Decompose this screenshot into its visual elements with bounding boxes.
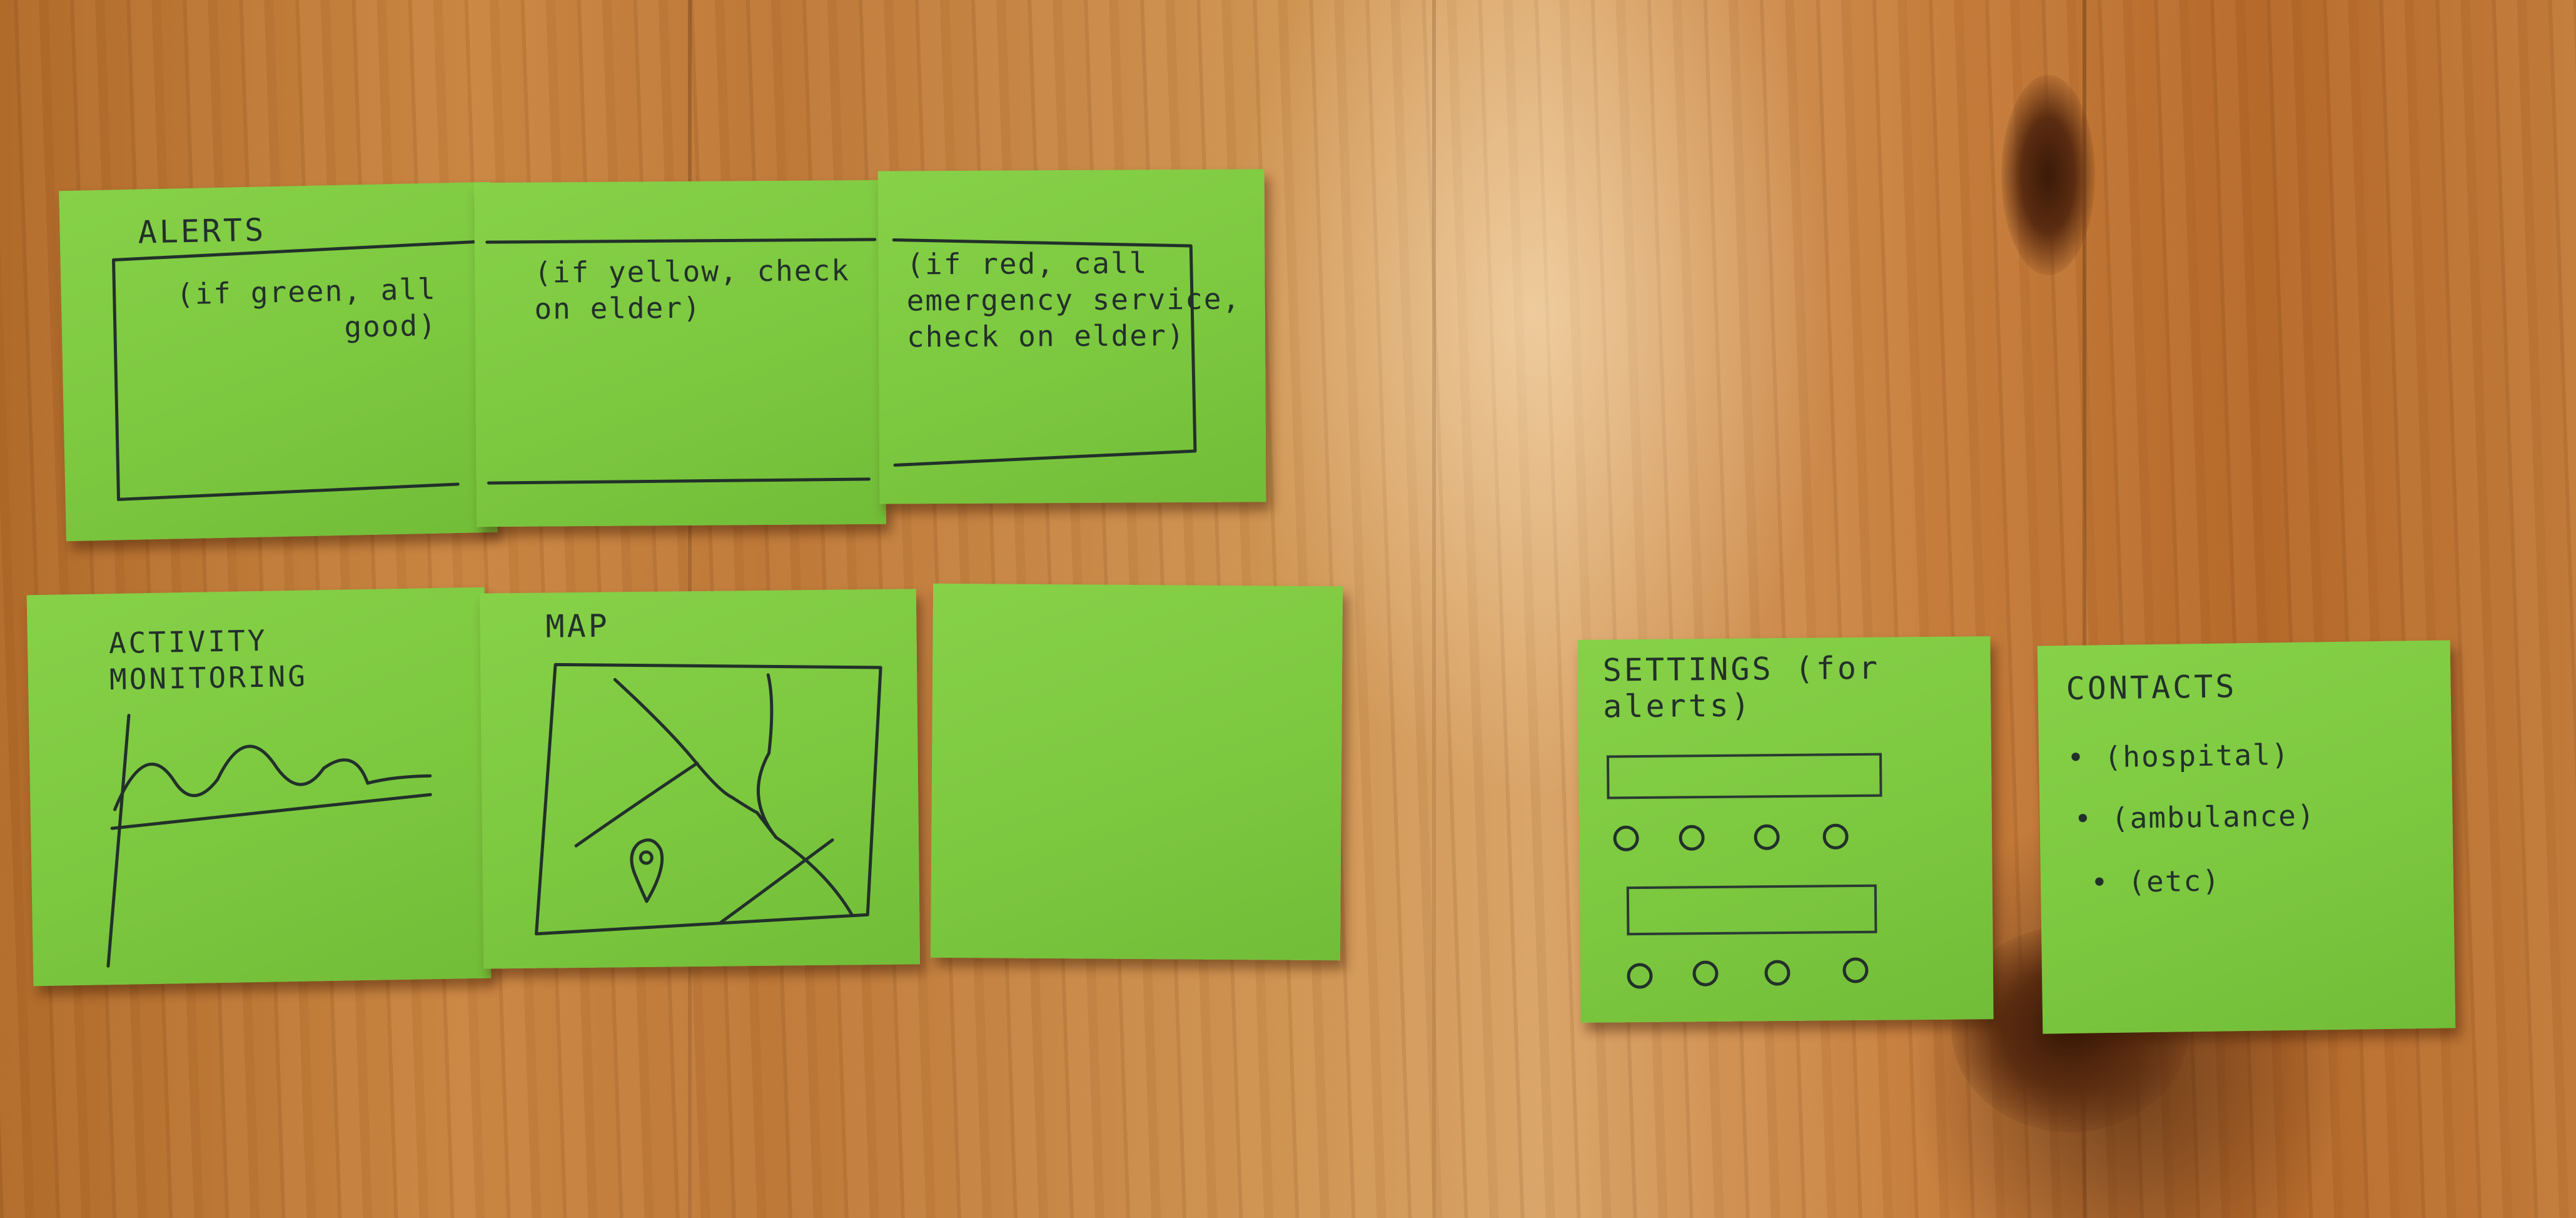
contact-label: (ambulance) <box>2111 798 2316 836</box>
contact-item-etc: • (etc) <box>2090 863 2221 900</box>
contact-item-hospital: • (hospital) <box>2066 738 2290 774</box>
sticky-note-blank[interactable] <box>930 583 1343 961</box>
alert-red-text: (if red, call emergency service, check o… <box>906 246 1241 354</box>
alert-green-text: (if green, all good) <box>176 272 438 344</box>
wood-board-seam-middle <box>1432 0 1436 1218</box>
sticky-note-settings[interactable]: SETTINGS (for alerts) <box>1577 636 1994 1023</box>
sticky-note-red-alert[interactable]: (if red, call emergency service, check o… <box>877 169 1266 504</box>
contact-item-ambulance: • (ambulance) <box>2074 798 2316 836</box>
wood-board-seam-right <box>2083 0 2086 1218</box>
sticky-note-alerts[interactable]: ALERTS (if green, all good) <box>59 181 498 542</box>
red-screen-frame <box>892 238 1197 467</box>
alert-yellow-text: (if yellow, check on elder) <box>533 253 851 326</box>
contact-label: (hospital) <box>2104 738 2290 774</box>
map-pin-icon <box>630 838 664 903</box>
sticky-note-yellow-alert[interactable]: (if yellow, check on elder) <box>474 180 886 527</box>
sticky-note-contacts[interactable]: CONTACTS • (hospital) • (ambulance) • (e… <box>2037 640 2456 1034</box>
sticky-note-map[interactable]: MAP <box>479 589 921 969</box>
note-title: CONTACTS <box>2066 668 2237 707</box>
activity-line-chart-sketch <box>106 714 432 968</box>
map-sketch <box>535 662 882 936</box>
alerts-screen-frame <box>112 240 481 501</box>
wood-knot <box>2001 75 2095 275</box>
yellow-screen-frame <box>485 238 877 485</box>
contact-label: (etc) <box>2127 863 2221 899</box>
radio-option-icon[interactable] <box>1577 636 1993 1023</box>
sticky-note-activity-monitoring[interactable]: ACTIVITY MONITORING <box>26 587 492 987</box>
